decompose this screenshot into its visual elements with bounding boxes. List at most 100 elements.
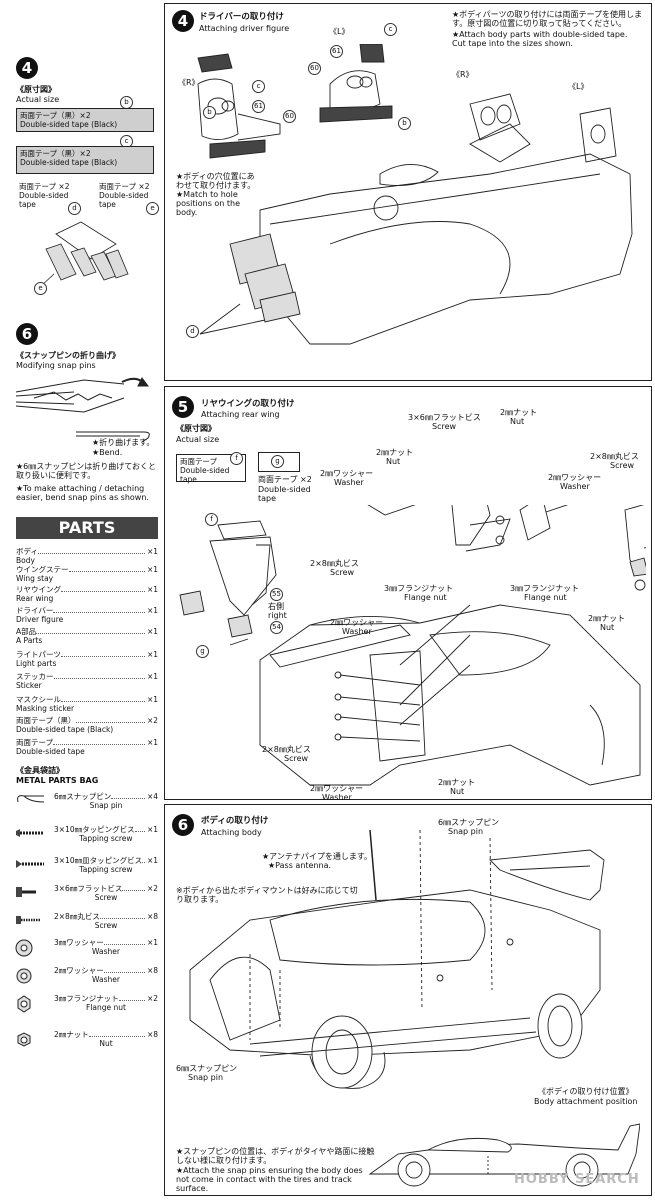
pin2-en: Snap pin	[188, 1073, 224, 1082]
tape-c-jp: 両面テープ（黒）×2	[20, 149, 91, 158]
part-name-en: Sticker	[16, 681, 42, 690]
part-name-jp: ウイングステー	[16, 565, 69, 574]
label-c2: c	[384, 23, 397, 36]
nut-icon	[17, 1032, 31, 1047]
tape-d-e-drawing	[40, 221, 129, 287]
flange-en: Flange nut	[404, 593, 447, 602]
metal-name-en: Nut	[99, 1039, 113, 1048]
body-r-label: 《R》	[452, 70, 474, 79]
snap-pin-title-en: Modifying snap pins	[16, 361, 96, 370]
step5-panel	[164, 386, 652, 800]
metal-name-en: Tapping screw	[79, 865, 133, 874]
label-61b: 61	[330, 45, 343, 58]
b-washer-jp: 2㎜ワッシャー	[330, 618, 384, 627]
label-60: 60	[283, 110, 296, 123]
label-b: b	[203, 106, 216, 119]
label-c: c	[252, 80, 265, 93]
label-60b: 60	[308, 62, 321, 75]
tape-f-label-2: f	[205, 513, 218, 526]
metal-name-jp: 3×10㎜皿タッピングビス	[54, 856, 143, 865]
metal-qty: ×1	[146, 856, 158, 865]
metal-qty: ×1	[146, 938, 158, 947]
nut-jp: 2㎜ナット	[500, 408, 538, 417]
metal-name-en: Flange nut	[86, 1003, 126, 1012]
part-qty: ×1	[146, 606, 158, 615]
step4-title-jp: ドライバーの取り付け	[199, 12, 284, 22]
flat-screw-en: Screw	[432, 422, 457, 431]
metal-qty: ×2	[146, 884, 158, 893]
step4-driver-body-drawing	[197, 44, 633, 345]
b-round-en: Screw	[284, 754, 309, 763]
step6-body-drawing	[189, 830, 605, 1089]
part-name-en: A Parts	[16, 636, 43, 645]
label-61: 61	[252, 100, 265, 113]
tape-e-label: e	[146, 202, 159, 215]
snap-pin-title-jp: 《スナップピンの折り曲げ》	[16, 351, 120, 360]
part-name-en: Light parts	[16, 659, 57, 668]
pin2-jp: 6㎜スナップピン	[176, 1064, 238, 1073]
flat-screw-icon	[16, 887, 36, 897]
step6-panel	[164, 804, 652, 1196]
right-jp: 右側	[268, 602, 284, 611]
body-l-label: 《L》	[568, 82, 589, 91]
metal-bag-en: METAL PARTS BAG	[16, 776, 99, 785]
metal-name-jp: 2㎜ワッシャー	[54, 966, 104, 975]
round-en: Screw	[610, 461, 635, 470]
part-qty: ×1	[146, 650, 158, 659]
part-name-jp: ライトパーツ	[16, 650, 61, 659]
bend-jp: ★折り曲げます。	[92, 438, 155, 447]
tape-e-en: Double-sided tape	[99, 191, 149, 209]
driver-r-label: 《R》	[178, 78, 200, 87]
tape-g-box	[258, 452, 300, 472]
step-number: 4	[16, 57, 38, 79]
step5-actual-jp: 《原寸図》	[176, 424, 216, 433]
metal-qty: ×8	[146, 966, 158, 975]
parts-heading: PARTS	[16, 517, 158, 539]
antenna-en: ★Pass antenna.	[268, 861, 332, 870]
b-nut2-jp: 2㎜ナット	[438, 778, 476, 787]
tape-g-label-2: g	[196, 645, 209, 658]
part-name-jp: 両面テープ	[16, 738, 54, 747]
tape-f-jp: 両面テープ	[180, 457, 218, 466]
mount-note-jp: ※ボディから出たボディマウントは好みに応じて切り取ります。	[176, 886, 358, 904]
tape-f-label: f	[230, 452, 243, 465]
metal-bag-jp: 《金具袋詰》	[16, 766, 64, 775]
step4-title-en: Attaching driver figure	[199, 24, 290, 33]
tape-c: 両面テープ（黒）×2 Double-sided tape (Black)	[16, 146, 154, 174]
step-number: 6	[16, 323, 38, 345]
tape-e-label-2: e	[34, 282, 47, 295]
tape-g-jp: 両面テープ ×2	[258, 475, 312, 484]
snap-pin-note-jp: ★6㎜スナップピンは折り曲げておくと取り扱いに便利です。	[16, 462, 157, 480]
step4-panel	[164, 3, 652, 381]
metal-name-jp: 2×8㎜丸ビス	[54, 912, 100, 921]
pin-en: Snap pin	[448, 827, 484, 836]
metal-name-en: Washer	[92, 947, 120, 956]
metal-name-jp: 3×10㎜タッピングビス	[54, 825, 135, 834]
tape-e-jp: 両面テープ ×2	[99, 182, 150, 191]
metal-name-en: Washer	[92, 975, 120, 984]
part-name-jp: ボディ	[16, 547, 38, 556]
step6-title-en: Attaching body	[201, 828, 262, 837]
washer-en: Washer	[334, 478, 364, 487]
snap-pin-icon	[17, 795, 45, 803]
part-name-jp: ステッカー	[16, 672, 54, 681]
tape-b-en: Double-sided tape (Black)	[20, 120, 118, 129]
side-view-car	[368, 1123, 640, 1187]
part-name-en: Double-sided tape (Black)	[16, 725, 114, 734]
holes-note-jp: ★ボディの穴位置にあわせて取り付けます。	[176, 172, 256, 190]
step5-wing-drawing	[179, 505, 646, 786]
label-b2: b	[398, 117, 411, 130]
part-name-jp: A部品	[16, 627, 37, 636]
metal-qty: ×4	[146, 792, 158, 801]
flange-jp: 3㎜フランジナット	[384, 584, 454, 593]
